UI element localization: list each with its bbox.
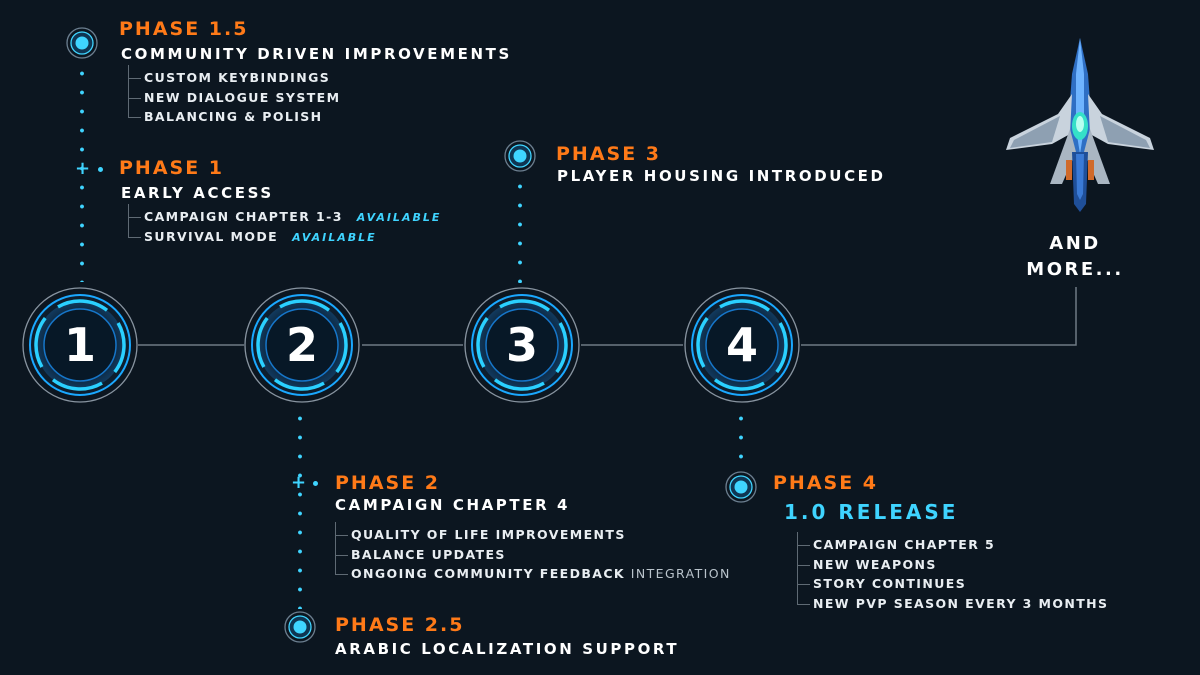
plus-icon: + (75, 158, 91, 179)
item-label: ONGOING COMMUNITY FEEDBACK (351, 566, 626, 581)
list-item: BALANCE UPDATES (331, 535, 731, 565)
milestone-number: 4 (726, 318, 758, 372)
item-label: CAMPAIGN CHAPTER 1-3 (144, 209, 343, 224)
connector-2-down (298, 409, 302, 609)
plus-icon: + (291, 472, 307, 493)
connector-4-down (739, 409, 743, 466)
phase-1-5-title: PHASE 1.5 (119, 18, 249, 40)
phase-4-list: CAMPAIGN CHAPTER 5 NEW WEAPONS STORY CON… (793, 532, 1108, 614)
target-ring-icon (66, 27, 98, 59)
list-item: NEW DIALOGUE SYSTEM (124, 78, 340, 108)
list-item: SURVIVAL MODE AVAILABLE (124, 217, 441, 247)
milestone-number: 3 (506, 318, 538, 372)
phase-3-subtitle: PLAYER HOUSING INTRODUCED (557, 167, 886, 185)
connector-3-up (518, 177, 522, 283)
list-item: NEW PVP SEASON EVERY 3 MONTHS (793, 584, 1108, 614)
phase-1-subtitle: EARLY ACCESS (121, 184, 274, 202)
phase-2-subtitle: CAMPAIGN CHAPTER 4 (335, 496, 571, 514)
list-item: QUALITY OF LIFE IMPROVEMENTS (331, 522, 731, 545)
item-label: SURVIVAL MODE (144, 228, 279, 244)
phase-1-title: PHASE 1 (119, 157, 225, 179)
phase-2-title: PHASE 2 (335, 472, 441, 494)
milestone-number: 2 (286, 318, 318, 372)
phase-4-subtitle: 1.0 RELEASE (784, 500, 959, 524)
list-item: CAMPAIGN CHAPTER 5 (793, 532, 1108, 555)
target-ring-icon (284, 611, 316, 643)
milestone-badge: 2 (244, 287, 360, 403)
list-item: CAMPAIGN CHAPTER 1-3 AVAILABLE (124, 204, 442, 227)
milestone-number: 1 (64, 318, 96, 372)
phase-2-5-title: PHASE 2.5 (335, 614, 465, 636)
milestone-badge: 3 (464, 287, 580, 403)
milestone-badge: 1 (22, 287, 138, 403)
list-item: BALANCING & POLISH (124, 98, 340, 127)
milestone-badge: 4 (684, 287, 800, 403)
list-item: STORY CONTINUES (793, 565, 1108, 594)
target-ring-icon (725, 471, 757, 503)
bullet-dot-icon (313, 481, 318, 486)
available-badge: AVAILABLE (292, 230, 377, 244)
bullet-dot-icon (98, 167, 103, 172)
and-more-line-1: AND (1049, 233, 1101, 254)
list-item: NEW WEAPONS (793, 545, 1108, 575)
target-ring-icon (504, 140, 536, 172)
phase-3-title: PHASE 3 (556, 143, 662, 165)
phase-2-5-subtitle: ARABIC LOCALIZATION SUPPORT (335, 640, 680, 658)
list-item: ONGOING COMMUNITY FEEDBACK INTEGRATION (331, 555, 731, 584)
item-label-muted: INTEGRATION (630, 566, 731, 581)
phase-2-list: QUALITY OF LIFE IMPROVEMENTS BALANCE UPD… (331, 522, 731, 584)
spaceship-icon (1006, 38, 1154, 212)
available-badge: AVAILABLE (356, 211, 442, 224)
and-more-line-2: MORE... (1026, 259, 1124, 280)
phase-1-5-subtitle: COMMUNITY DRIVEN IMPROVEMENTS (121, 45, 512, 63)
and-more-label: AND MORE... (1020, 231, 1130, 283)
phase-1-5-list: CUSTOM KEYBINDINGS NEW DIALOGUE SYSTEM B… (124, 65, 340, 127)
connector-1-up (80, 64, 84, 282)
list-item: CUSTOM KEYBINDINGS (124, 65, 340, 88)
phase-4-title: PHASE 4 (773, 472, 879, 494)
